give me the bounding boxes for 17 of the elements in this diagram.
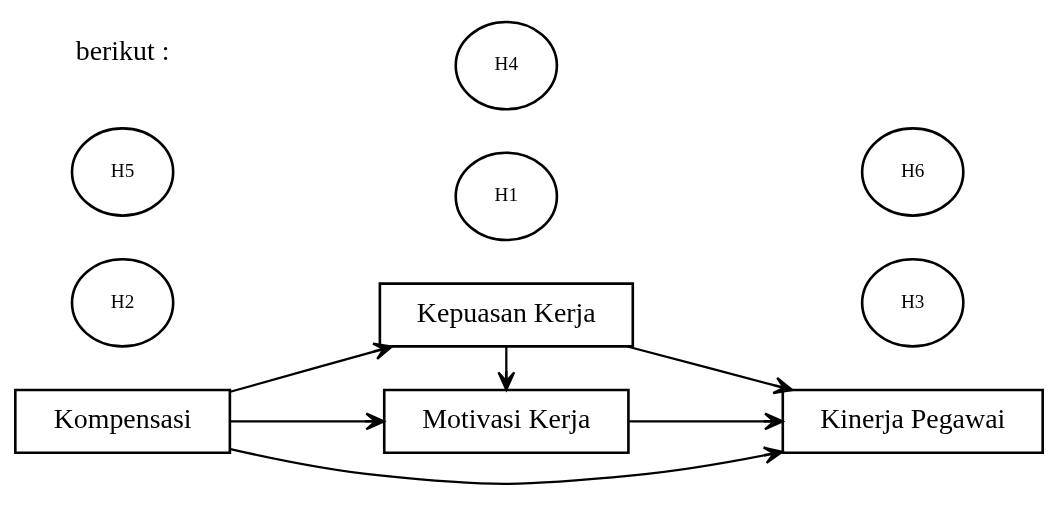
arrow — [230, 446, 784, 486]
node-ellipse: H5 — [70, 127, 175, 217]
arrow — [497, 346, 516, 391]
node-box: Kepuasan Kerja — [378, 282, 635, 348]
node-ellipse: H4 — [454, 20, 559, 111]
arrow — [229, 342, 394, 393]
arrow — [230, 412, 385, 431]
node-box: Motivasi Kerja — [382, 388, 630, 455]
node-ellipse: H6 — [860, 127, 965, 217]
node-box: Kompensasi — [14, 388, 232, 455]
node-ellipse: H3 — [860, 257, 965, 348]
node-box: Kinerja Pegawai — [781, 388, 1044, 455]
arrow — [627, 345, 794, 395]
label: berikut : — [75, 35, 170, 66]
arrow — [628, 412, 784, 431]
node-ellipse: H1 — [454, 151, 559, 242]
node-ellipse: H2 — [70, 257, 175, 348]
